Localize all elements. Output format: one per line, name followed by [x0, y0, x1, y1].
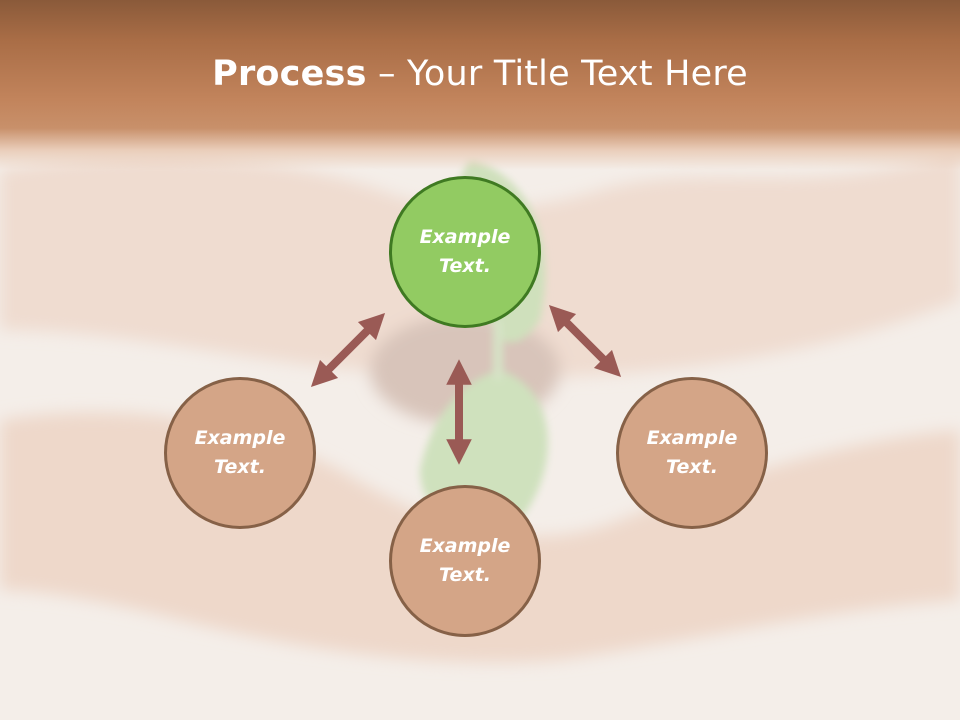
- process-node-bottom: Example Text.: [389, 485, 541, 637]
- node-right-label: Example Text.: [646, 427, 738, 478]
- title-strong-text: Process: [212, 54, 367, 94]
- process-node-top: Example Text.: [389, 176, 541, 328]
- node-left-label: Example Text.: [194, 427, 286, 478]
- process-node-right: Example Text.: [616, 377, 768, 529]
- title-banner: [0, 0, 960, 170]
- node-top-label: Example Text.: [419, 226, 511, 277]
- title-rest-text: – Your Title Text Here: [366, 54, 748, 94]
- process-node-left: Example Text.: [164, 377, 316, 529]
- node-bottom-label: Example Text.: [419, 535, 511, 586]
- slide-title: Process – Your Title Text Here: [0, 52, 960, 96]
